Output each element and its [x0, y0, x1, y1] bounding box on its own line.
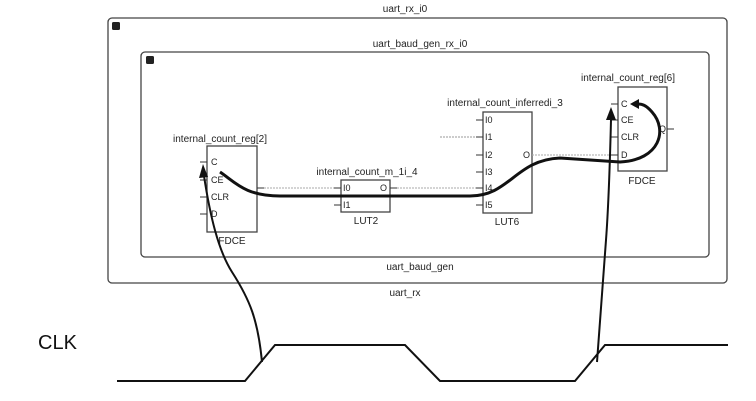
clock-route-reg2 — [203, 175, 263, 363]
cell-internal-count-inferredi-3[interactable]: internal_count_inferredi_3 I0 I1 I2 I3 I… — [440, 98, 563, 228]
pin-label: I0 — [343, 183, 351, 193]
cell-type: LUT2 — [354, 216, 379, 227]
arrowhead-icon — [199, 164, 208, 178]
cell-name: internal_count_m_1i_4 — [316, 167, 418, 178]
cell-type: FDCE — [628, 176, 656, 187]
pin-label: D — [621, 150, 628, 160]
pin-label: I1 — [485, 132, 493, 142]
pin-label: C — [621, 99, 628, 109]
outer-bottom-label: uart_rx — [389, 288, 420, 299]
pin-label: I0 — [485, 115, 493, 125]
pin-label: I2 — [485, 150, 493, 160]
pin-label: Q — [659, 124, 666, 134]
inner-box[interactable] — [140, 51, 710, 258]
arrowhead-icon — [606, 107, 616, 120]
outer-top-label: uart_rx_i0 — [383, 4, 428, 15]
pin-label: I3 — [485, 167, 493, 177]
critical-path — [219, 102, 662, 198]
cell-type: FDCE — [218, 236, 246, 247]
cell-name: internal_count_reg[2] — [173, 134, 267, 145]
pin-label: I1 — [343, 200, 351, 210]
pin-label: C — [211, 157, 218, 167]
arrowhead-icon — [630, 99, 639, 109]
pin-label: CLR — [211, 192, 230, 202]
pin-label: CE — [621, 115, 634, 125]
collapse-icon[interactable] — [146, 56, 154, 64]
cell-type: LUT6 — [495, 217, 520, 228]
pin-label: D — [211, 209, 218, 219]
pin-label: O — [523, 150, 530, 160]
pin-label: CE — [211, 175, 224, 185]
hier-uart-baud-gen: uart_baud_gen_rx_i0 uart_baud_gen — [140, 39, 710, 273]
cell-name: internal_count_inferredi_3 — [447, 98, 563, 109]
clock-route-reg6 — [596, 119, 612, 363]
collapse-icon[interactable] — [112, 22, 120, 30]
cell-name: internal_count_reg[6] — [581, 73, 675, 84]
pin-label: I4 — [485, 183, 493, 193]
inner-bottom-label: uart_baud_gen — [386, 262, 453, 273]
cell-internal-count-reg2[interactable]: internal_count_reg[2] C CE CLR D FDCE — [173, 134, 267, 247]
inner-top-label: uart_baud_gen_rx_i0 — [373, 39, 468, 50]
pin-label: I5 — [485, 200, 493, 210]
clock-waveform — [117, 344, 728, 382]
pin-label: CLR — [621, 132, 640, 142]
clock-label: CLK — [38, 332, 78, 354]
pin-label: O — [380, 183, 387, 193]
